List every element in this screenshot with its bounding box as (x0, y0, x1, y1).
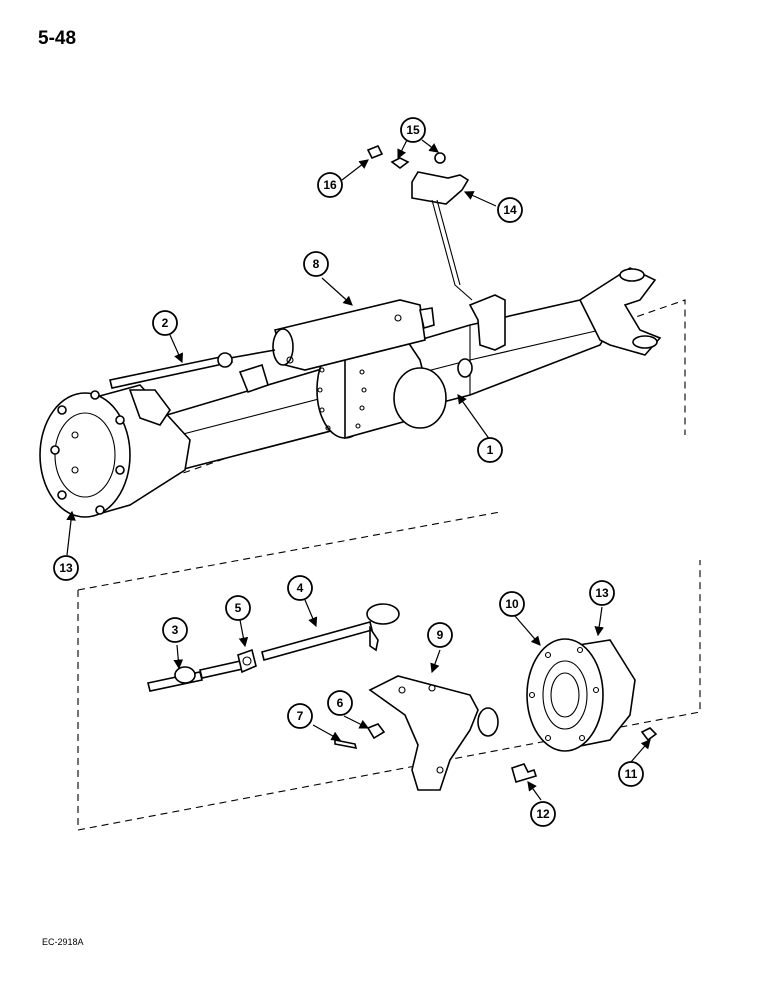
svg-text:15: 15 (406, 123, 420, 137)
svg-text:1: 1 (487, 443, 494, 457)
bolt (511, 763, 538, 783)
nut (366, 723, 386, 740)
sensor-assembly (366, 144, 473, 301)
svg-text:9: 9 (437, 628, 444, 642)
callout-4: 4 (287, 575, 313, 601)
svg-text:3: 3 (172, 623, 179, 637)
callout-9: 9 (427, 622, 453, 648)
lower-boundary (77, 511, 701, 831)
tie-rod-end (147, 659, 248, 692)
svg-text:8: 8 (313, 257, 320, 271)
figure-code: EC-2918A (42, 937, 84, 947)
svg-text:13: 13 (59, 561, 73, 575)
steering-cylinder (229, 299, 435, 394)
callout-5: 5 (225, 595, 251, 621)
tie-rod (109, 352, 234, 389)
svg-text:7: 7 (297, 709, 304, 723)
callout-16: 16 (317, 172, 343, 198)
callout-10: 10 (499, 591, 525, 617)
wheel-hub-assembled (39, 384, 191, 518)
svg-text:4: 4 (297, 581, 304, 595)
clamp (237, 648, 257, 674)
callout-15: 15 (400, 117, 426, 143)
page-number: 5-48 (38, 28, 77, 49)
callout-leaders (66, 139, 651, 801)
svg-text:10: 10 (505, 597, 519, 611)
svg-text:2: 2 (162, 316, 169, 330)
callout-2: 2 (152, 310, 178, 336)
callout-8: 8 (303, 251, 329, 277)
svg-text:5: 5 (235, 601, 242, 615)
center-housing (316, 329, 447, 440)
callout-13-lower: 13 (589, 580, 615, 606)
callout-12: 12 (530, 801, 556, 827)
cotter-pin (334, 739, 358, 750)
callout-6: 6 (327, 690, 353, 716)
callout-1: 1 (477, 437, 503, 463)
callout-11: 11 (618, 761, 644, 787)
svg-text:16: 16 (323, 178, 337, 192)
callout-13-upper: 13 (53, 555, 79, 581)
tie-rod-shaft (261, 603, 400, 661)
callout-14: 14 (497, 197, 523, 223)
hub-housing (526, 638, 636, 752)
wheel-nut (640, 727, 658, 742)
callout-3: 3 (162, 617, 188, 643)
callout-7: 7 (287, 703, 313, 729)
svg-text:14: 14 (503, 203, 517, 217)
svg-text:12: 12 (536, 807, 550, 821)
svg-text:6: 6 (337, 696, 344, 710)
svg-text:13: 13 (595, 586, 609, 600)
steering-knuckle (368, 675, 499, 791)
svg-text:11: 11 (625, 767, 638, 781)
